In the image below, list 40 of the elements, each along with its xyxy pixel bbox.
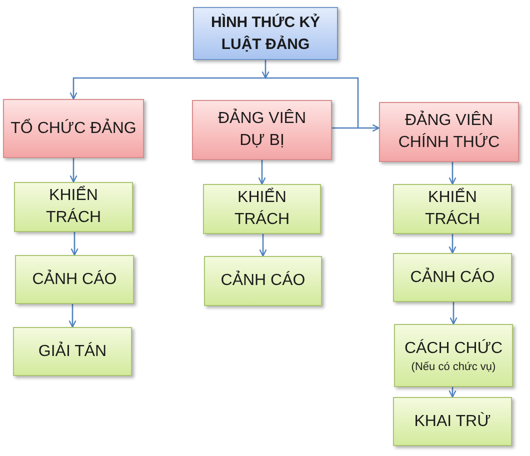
box-label: GIẢI TÁN bbox=[38, 340, 107, 362]
box-label: CẢNH CÁO bbox=[32, 268, 117, 290]
arrow bbox=[68, 304, 76, 328]
penalty-box bbox=[204, 256, 322, 306]
arrow bbox=[450, 302, 458, 325]
box-note: (Nếu có chức vụ) bbox=[411, 360, 496, 374]
category-box bbox=[192, 100, 332, 160]
penalty-box bbox=[394, 324, 513, 387]
connector-line bbox=[332, 127, 358, 129]
box-label: ĐẢNG VIÊN CHÍNH THỨC bbox=[397, 110, 501, 153]
arrow bbox=[448, 387, 456, 398]
box-label: KHAI TRỪ bbox=[414, 411, 491, 432]
arrow bbox=[448, 162, 456, 185]
box-label: KHIỂN TRÁCH bbox=[44, 185, 102, 228]
penalty-box bbox=[393, 253, 512, 302]
title-box bbox=[193, 7, 338, 60]
arrow bbox=[70, 77, 266, 100]
category-box bbox=[3, 99, 144, 158]
arrow bbox=[448, 234, 456, 254]
box-label: CẢNH CÁO bbox=[220, 270, 306, 291]
arrow bbox=[70, 232, 78, 256]
penalty-box bbox=[203, 184, 321, 234]
box-label: HÌNH THỨC KỶ LUẬT ĐẢNG bbox=[210, 12, 322, 54]
penalty-box bbox=[13, 327, 132, 376]
penalty-box bbox=[14, 182, 133, 232]
arrow bbox=[70, 158, 78, 183]
category-box bbox=[379, 102, 519, 162]
penalty-box bbox=[393, 397, 512, 446]
box-label: CẢNH CÁO bbox=[410, 266, 495, 288]
box-label: CÁCH CHỨC bbox=[404, 338, 503, 358]
arrow bbox=[259, 234, 267, 257]
box-label: KHIỂN TRÁCH bbox=[233, 187, 291, 230]
penalty-box bbox=[393, 184, 512, 234]
box-label: TỔ CHỨC ĐẢNG bbox=[10, 118, 136, 138]
penalty-box bbox=[15, 255, 134, 304]
arrow bbox=[266, 77, 380, 132]
arrow bbox=[258, 160, 266, 185]
connector-trunk bbox=[262, 60, 270, 79]
box-label: ĐẢNG VIÊN DỰ BỊ bbox=[216, 108, 307, 151]
box-label: KHIỂN TRÁCH bbox=[424, 187, 482, 230]
